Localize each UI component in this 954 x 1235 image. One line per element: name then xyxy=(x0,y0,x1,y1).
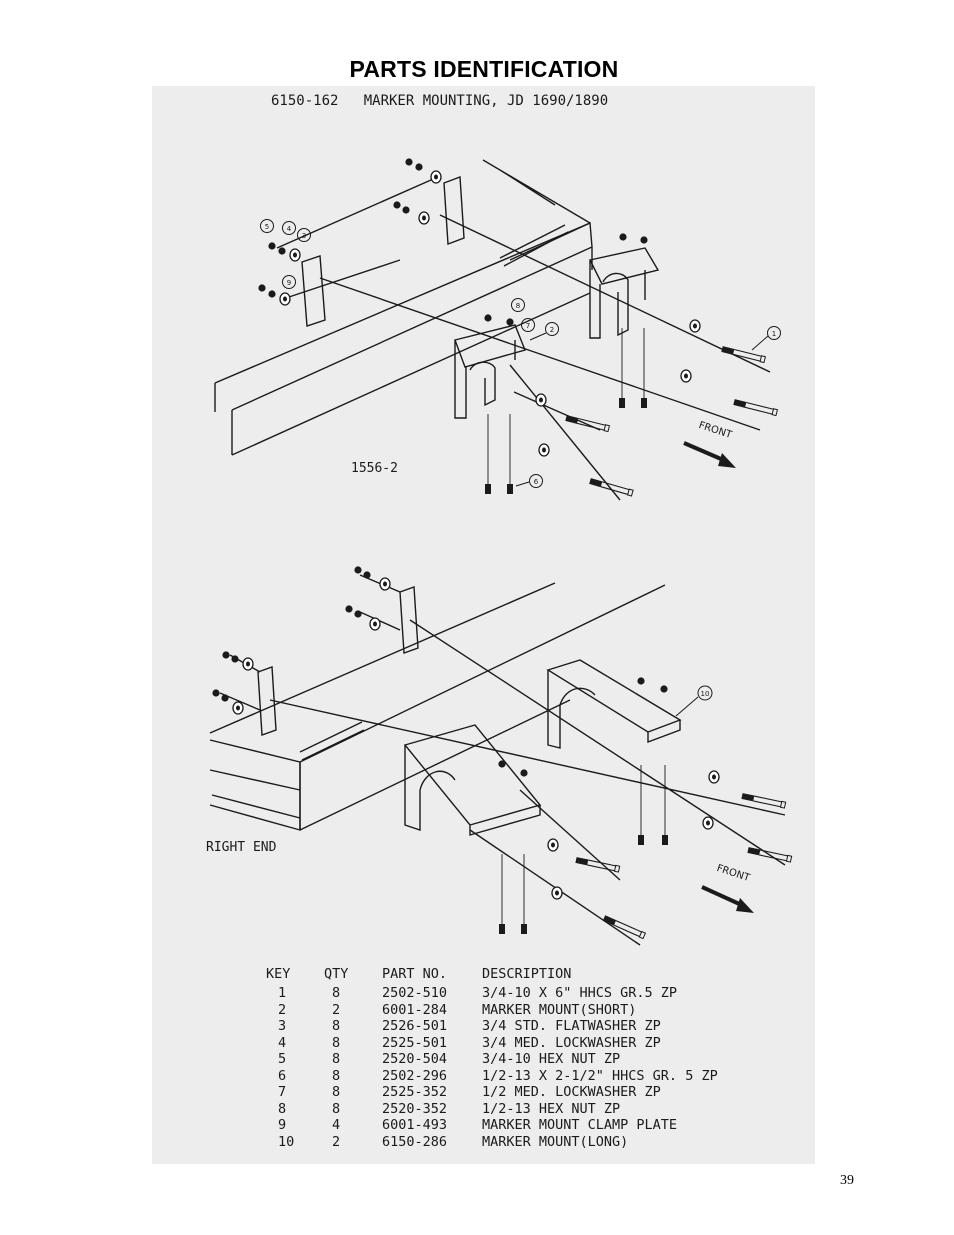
callout-10 xyxy=(675,685,713,717)
top-view-callouts: 1 2 3 4 5 6 7 8 9 xyxy=(260,219,781,488)
header-key: KEY xyxy=(266,966,291,982)
header-part-no: PART NO. xyxy=(382,966,448,982)
drawing-ref-number: 1556-2 xyxy=(351,461,398,476)
drawing-title: 6150-162 MARKER MOUNTING, JD 1690/1890 xyxy=(271,93,609,109)
svg-text:6: 6 xyxy=(534,478,539,486)
page-number: 39 xyxy=(840,1173,854,1188)
callout-2 xyxy=(529,322,559,341)
svg-text:2: 2 xyxy=(550,326,554,334)
svg-text:1: 1 xyxy=(772,330,776,338)
callout-3 xyxy=(297,228,311,242)
front-arrow-bottom xyxy=(701,885,754,913)
svg-text:10: 10 xyxy=(701,690,710,698)
svg-text:3: 3 xyxy=(302,232,306,240)
svg-text:5: 5 xyxy=(265,223,269,231)
callout-9 xyxy=(282,275,296,289)
svg-text:4: 4 xyxy=(287,225,292,233)
callout-1 xyxy=(751,326,781,351)
svg-text:7: 7 xyxy=(526,322,530,330)
top-view-drawing xyxy=(214,159,771,501)
callout-5 xyxy=(260,219,274,233)
callout-6 xyxy=(515,474,543,488)
svg-text:8: 8 xyxy=(516,302,520,310)
header-qty: QTY xyxy=(324,966,349,982)
right-end-label: RIGHT END xyxy=(206,840,277,855)
svg-text:9: 9 xyxy=(287,279,291,287)
bottom-view-drawing xyxy=(209,574,786,946)
callout-4 xyxy=(282,221,296,235)
parts-table-header: KEY QTY PART NO. DESCRIPTION xyxy=(266,963,718,985)
callout-7 xyxy=(521,318,535,332)
bottom-view-callouts: 10 xyxy=(675,685,713,717)
front-arrow-top xyxy=(683,441,736,468)
page-heading: PARTS IDENTIFICATION xyxy=(349,56,619,82)
top-view-hardware xyxy=(258,158,778,497)
header-description: DESCRIPTION xyxy=(482,966,572,982)
scanned-drawing-area xyxy=(152,86,815,1164)
callout-8 xyxy=(511,298,525,312)
